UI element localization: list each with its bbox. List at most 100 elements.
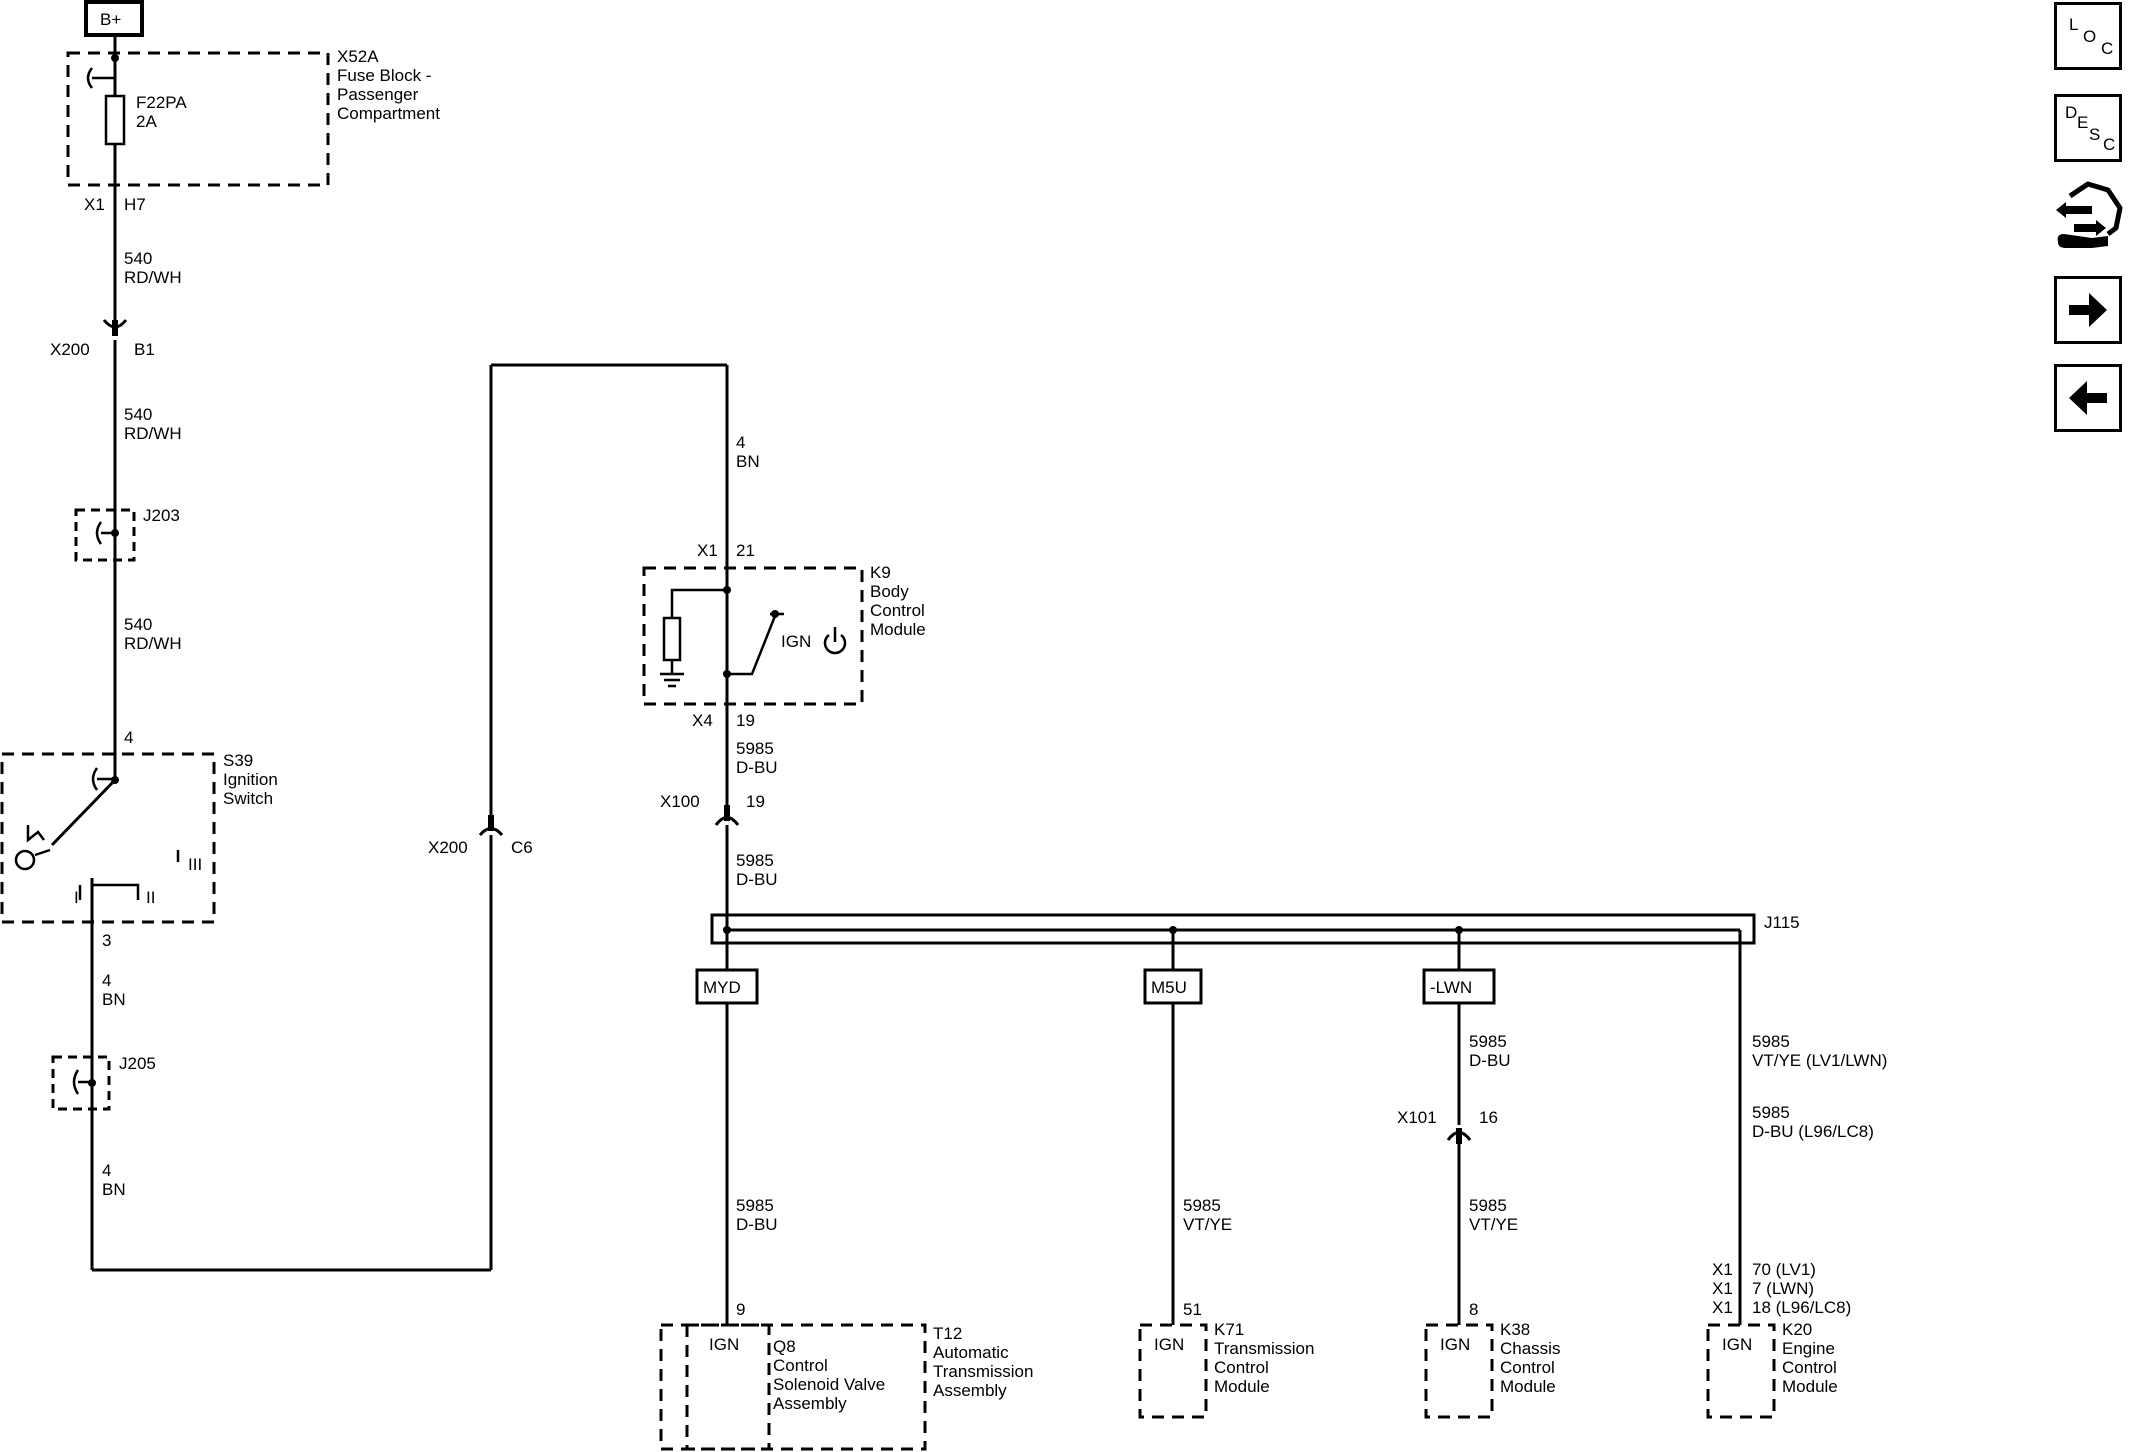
wire-5985-k71-num: 5985 xyxy=(1183,1196,1221,1215)
q8-line2: Solenoid Valve xyxy=(773,1375,885,1394)
bcm-pin-top: 21 xyxy=(736,541,755,560)
k71-pin: 51 xyxy=(1183,1300,1202,1319)
x101-pin: 16 xyxy=(1479,1108,1498,1127)
k20-id: K20 xyxy=(1782,1320,1812,1339)
bcm-id: K9 xyxy=(870,563,891,582)
wire-540-num-3: 540 xyxy=(124,615,152,634)
fuse-conn: X1 xyxy=(84,195,105,214)
desc-letter-d: D xyxy=(2065,103,2078,122)
wire-5985-k38-top-num: 5985 xyxy=(1469,1032,1507,1051)
power-icon xyxy=(823,627,847,655)
loc-button[interactable]: L O C xyxy=(2054,2,2122,70)
desc-button[interactable]: D E S C xyxy=(2054,94,2122,162)
s39-line1: Ignition xyxy=(223,770,278,789)
option-lwn: -LWN xyxy=(1430,978,1472,997)
bcm-line2: Control xyxy=(870,601,925,620)
wire-5985-k20-a-num: 5985 xyxy=(1752,1032,1790,1051)
loc-letter-c: C xyxy=(2101,39,2114,58)
loc-letter-l: L xyxy=(2069,15,2079,34)
q8-line1: Control xyxy=(773,1356,828,1375)
wire-5985-num-a: 5985 xyxy=(736,739,774,758)
wire-540-color-2: RD/WH xyxy=(124,424,182,443)
q8-line3: Assembly xyxy=(773,1394,847,1413)
wire-5985-k71-color: VT/YE xyxy=(1183,1215,1232,1234)
splice-j115: J115 xyxy=(1764,913,1800,932)
k38-line1: Chassis xyxy=(1500,1339,1560,1358)
wire-5985-k20-b-color: D-BU (L96/LC8) xyxy=(1752,1122,1874,1141)
k20-pin3: 18 (L96/LC8) xyxy=(1752,1298,1851,1317)
wire-4-num-a: 4 xyxy=(102,971,111,990)
wire-5985-q8-num: 5985 xyxy=(736,1196,774,1215)
wire-5985-k38-bot-num: 5985 xyxy=(1469,1196,1507,1215)
k71-line3: Module xyxy=(1214,1377,1270,1396)
s39-pin-bottom: 3 xyxy=(102,931,111,950)
s39-pin-top: 4 xyxy=(124,728,133,747)
desc-letter-e: E xyxy=(2077,113,2089,132)
k20-line1: Engine xyxy=(1782,1339,1835,1358)
x200-b1-conn: X200 xyxy=(50,340,90,359)
bcm-conn-top: X1 xyxy=(697,541,718,560)
bcm-line1: Body xyxy=(870,582,909,601)
wire-4-num-top: 4 xyxy=(736,433,745,452)
k38-line2: Control xyxy=(1500,1358,1555,1377)
wire-540-color-3: RD/WH xyxy=(124,634,182,653)
wire-5985-k38-bot-color: VT/YE xyxy=(1469,1215,1518,1234)
x200-c6-conn: X200 xyxy=(428,838,468,857)
s39-line2: Switch xyxy=(223,789,273,808)
wire-540-num-1: 540 xyxy=(124,249,152,268)
s39-pos-ii: II xyxy=(146,888,155,907)
k38-pin: 8 xyxy=(1469,1300,1478,1319)
bcm-conn-bottom: X4 xyxy=(692,711,713,730)
t12-line3: Assembly xyxy=(933,1381,1007,1400)
t12-id: T12 xyxy=(933,1324,962,1343)
wire-540-color-1: RD/WH xyxy=(124,268,182,287)
x101-conn: X101 xyxy=(1397,1108,1437,1127)
s39-pos-i: I xyxy=(74,888,79,907)
bcm-ign-label: IGN xyxy=(781,632,811,651)
q8-ign: IGN xyxy=(709,1335,739,1354)
prev-button[interactable] xyxy=(2054,364,2122,432)
k71-id: K71 xyxy=(1214,1320,1244,1339)
bcm-line3: Module xyxy=(870,620,926,639)
splice-j203: J203 xyxy=(143,506,180,525)
wire-4-num-b: 4 xyxy=(102,1161,111,1180)
k20-conn2: X1 xyxy=(1712,1279,1733,1298)
q8-pin: 9 xyxy=(736,1300,745,1319)
splice-j205: J205 xyxy=(119,1054,156,1073)
k20-conn3: X1 xyxy=(1712,1298,1733,1317)
bcm-pin-bottom: 19 xyxy=(736,711,755,730)
k20-pin1: 70 (LV1) xyxy=(1752,1260,1816,1279)
option-myd: MYD xyxy=(703,978,741,997)
k71-ign: IGN xyxy=(1154,1335,1184,1354)
arrow-right-icon xyxy=(2069,293,2107,327)
k20-conn1: X1 xyxy=(1712,1260,1733,1279)
k38-id: K38 xyxy=(1500,1320,1530,1339)
wire-5985-k20-b-num: 5985 xyxy=(1752,1103,1790,1122)
fuse-id: F22PA xyxy=(136,93,187,112)
k71-line1: Transmission xyxy=(1214,1339,1314,1358)
option-m5u: M5U xyxy=(1151,978,1187,997)
wire-4-color-top: BN xyxy=(736,452,760,471)
t12-line2: Transmission xyxy=(933,1362,1033,1381)
wire-5985-k20-a-color: VT/YE (LV1/LWN) xyxy=(1752,1051,1887,1070)
wiring-diagram: B+ X52A Fuse Block - Passenger Compartme… xyxy=(0,0,1887,1451)
loc-letter-o: O xyxy=(2083,27,2097,46)
wire-5985-color-a: D-BU xyxy=(736,758,778,777)
fuse-block-id: X52A xyxy=(337,47,379,66)
connector-view-button[interactable] xyxy=(2052,176,2124,260)
arrow-left-icon xyxy=(2069,381,2107,415)
s39-id: S39 xyxy=(223,751,253,770)
k38-line3: Module xyxy=(1500,1377,1556,1396)
next-button[interactable] xyxy=(2054,276,2122,344)
fuse-rating: 2A xyxy=(136,112,157,131)
fuse-block-line2: Passenger xyxy=(337,85,419,104)
power-label: B+ xyxy=(100,10,121,29)
k71-line2: Control xyxy=(1214,1358,1269,1377)
x100-pin: 19 xyxy=(746,792,765,811)
wire-5985-num-b: 5985 xyxy=(736,851,774,870)
wire-5985-q8-color: D-BU xyxy=(736,1215,778,1234)
desc-letter-s: S xyxy=(2089,125,2101,144)
k20-line2: Control xyxy=(1782,1358,1837,1377)
k20-pin2: 7 (LWN) xyxy=(1752,1279,1814,1298)
fuse-block-line1: Fuse Block - xyxy=(337,66,431,85)
